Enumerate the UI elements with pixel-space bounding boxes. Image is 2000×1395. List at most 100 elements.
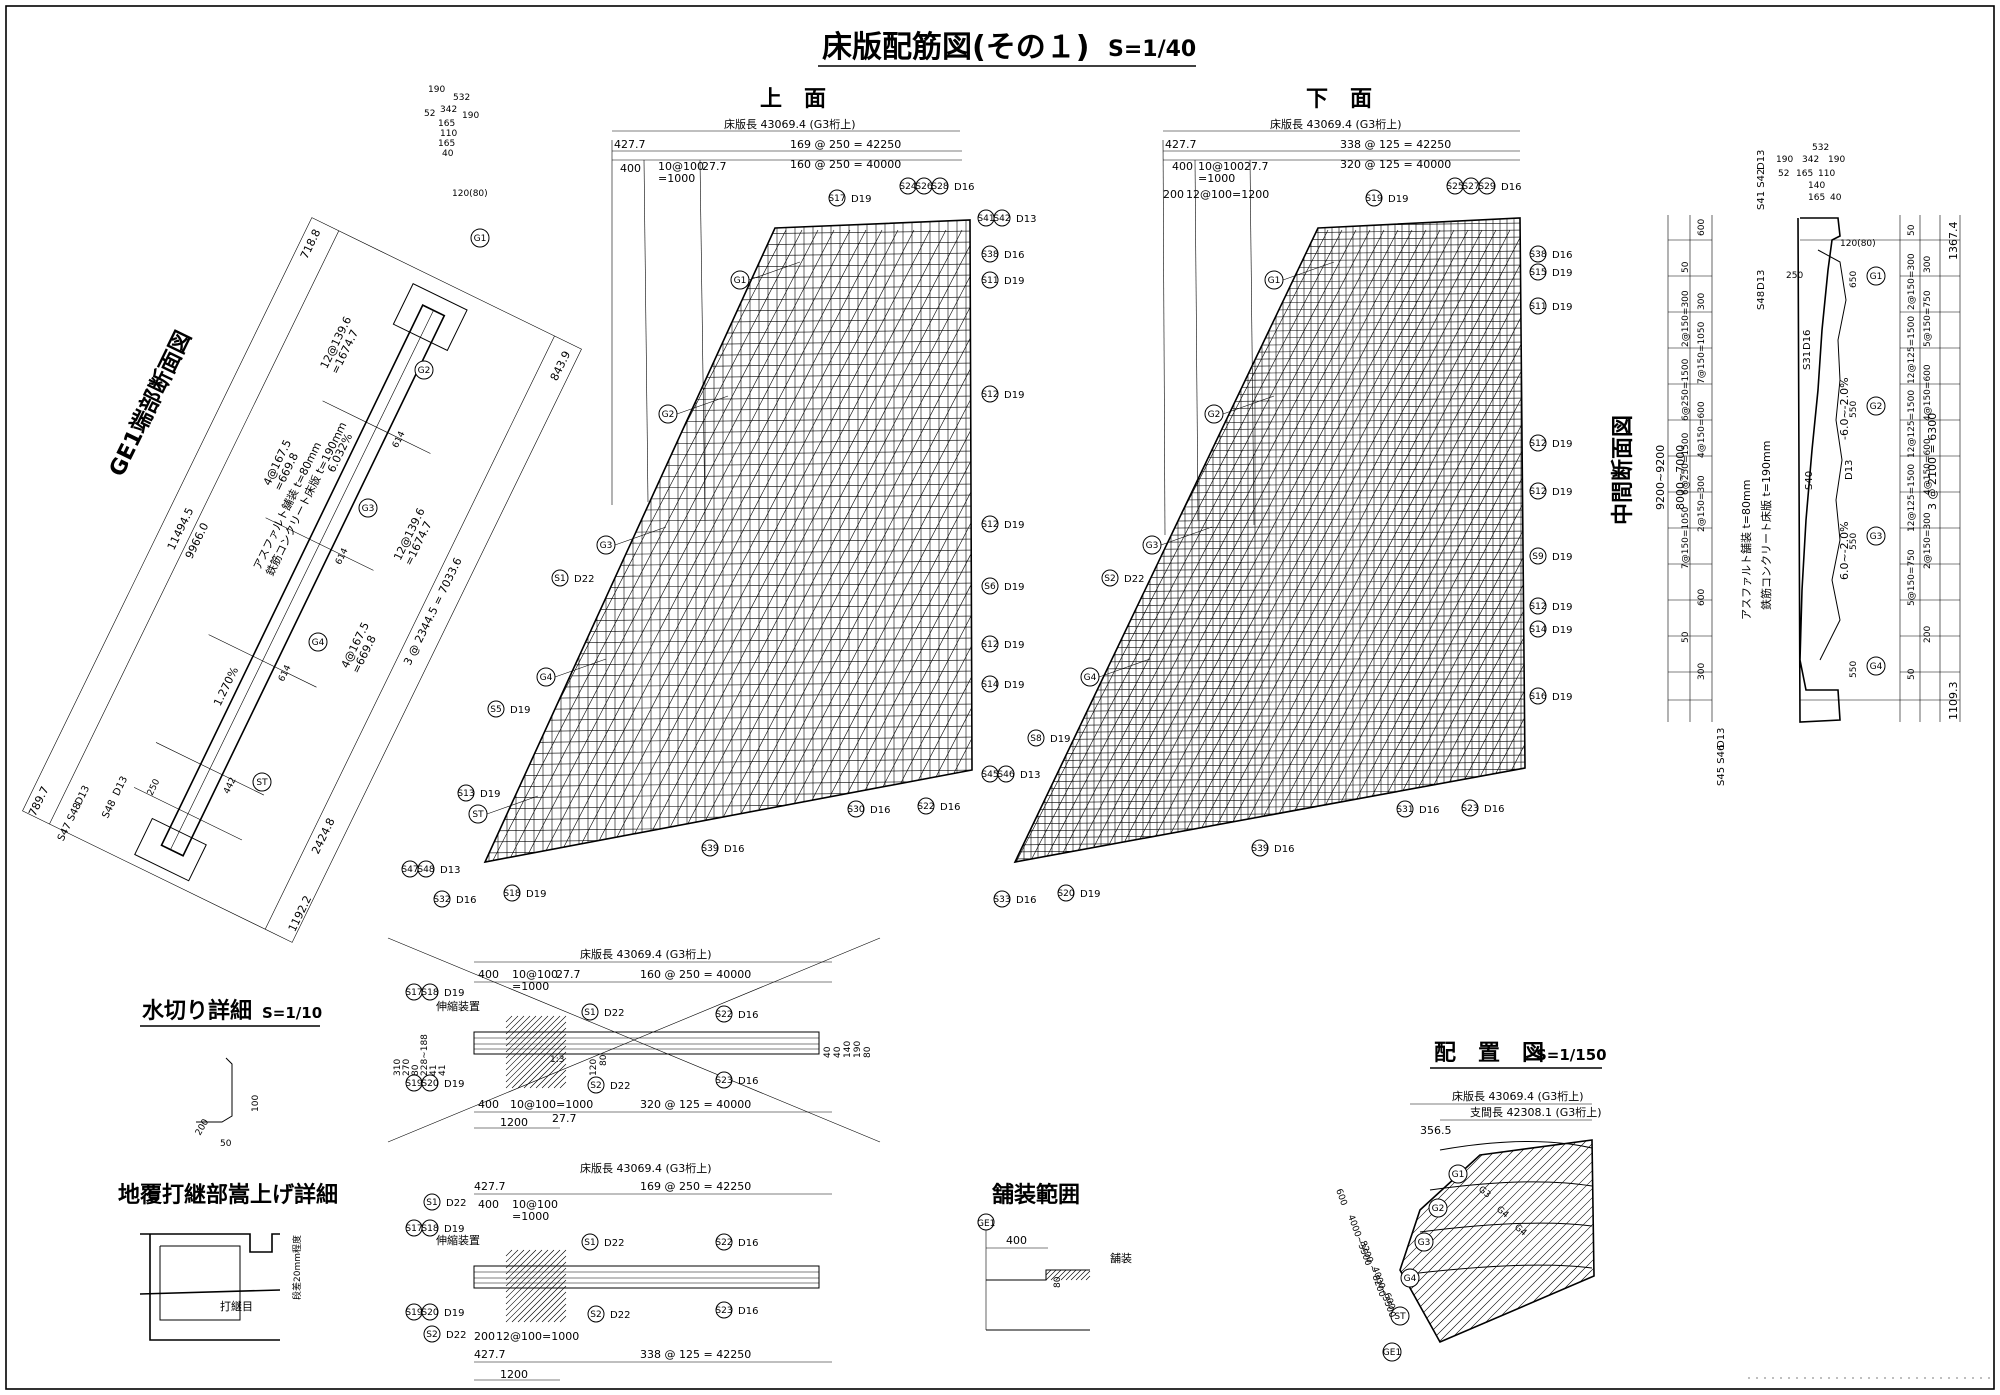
ja-dim-10: 10@100 <box>512 968 558 981</box>
layout-plan: 配 置 図 S=1/150 床版長 43069.4 (G3桁上) 支間長 423… <box>1333 1041 1607 1362</box>
svg-text:S18: S18 <box>421 988 438 998</box>
drip-dim-50: 50 <box>220 1139 232 1149</box>
svg-text:S39: S39 <box>1251 844 1268 854</box>
svg-text:G2: G2 <box>418 366 431 376</box>
bottom-dim-12: 12@100=1200 <box>1186 188 1269 201</box>
ja-right-dim-2: 140 <box>843 1041 853 1058</box>
mid-left-dim-10: 600 <box>1697 589 1707 606</box>
raise-note: 段差20mm程度 <box>291 1235 303 1300</box>
bottom-girder-bubble-g3: G3 <box>1142 535 1162 555</box>
mid-overall-d: 1367.4 <box>1947 222 1960 261</box>
mid-right-dim-9: 2@150=300 <box>1923 512 1933 569</box>
svg-text:D19: D19 <box>444 988 464 999</box>
top-dim-169: 169 @ 250 = 42250 <box>790 138 901 151</box>
svg-text:S2: S2 <box>590 1310 601 1320</box>
mid-left-dim-2: 300 <box>1697 293 1707 310</box>
svg-text:S18: S18 <box>421 1224 438 1234</box>
svg-text:ST: ST <box>256 778 268 788</box>
layout-label-a: G3 <box>1476 1185 1492 1201</box>
svg-text:G2: G2 <box>662 410 675 420</box>
svg-text:S8: S8 <box>1030 734 1042 744</box>
svg-text:G1: G1 <box>1268 276 1281 286</box>
ge1-girder-bubble-g3: G3 <box>358 498 378 518</box>
ge1-span-d: 2424.8 <box>309 816 338 856</box>
mid-left-dim-3: 2@150=300 <box>1681 290 1691 347</box>
svg-text:D19: D19 <box>444 1079 464 1090</box>
svg-text:D16: D16 <box>724 844 744 855</box>
ge1-bar-s48: S48 <box>100 798 118 820</box>
ge1-top-dim-190: 190 <box>428 85 445 95</box>
svg-text:D19: D19 <box>1080 889 1100 900</box>
svg-text:S12: S12 <box>1529 602 1546 612</box>
jb-slab-length: 床版長 43069.4 (G3桁上) <box>580 1161 712 1175</box>
svg-text:G4: G4 <box>312 638 325 648</box>
ja-left-dim-3: 228~188 <box>420 1034 430 1076</box>
mid-right-dim-6: 12@125=1500 <box>1907 390 1917 458</box>
mid-right-dim-12: 50 <box>1907 668 1917 680</box>
ge1-top-dim-718: 718.8 <box>298 227 323 261</box>
ge1-dim-250: 250 <box>146 777 163 797</box>
svg-text:S38: S38 <box>981 250 998 260</box>
mid-overall-c: 3 @ 2100 = 6300 <box>1926 413 1939 510</box>
ge1-bar-s4748-size: D13 <box>73 784 92 807</box>
mid-bar-s48-size: D13 <box>1756 270 1767 290</box>
svg-text:G4: G4 <box>540 673 553 683</box>
top-dim-1000: =1000 <box>658 172 695 185</box>
top-dim-10: 10@100 <box>658 160 704 173</box>
svg-text:S1: S1 <box>426 1198 437 1208</box>
svg-text:S17: S17 <box>405 988 422 998</box>
svg-text:S39: S39 <box>701 844 718 854</box>
svg-text:D22: D22 <box>446 1198 466 1209</box>
svg-text:S12: S12 <box>981 390 998 400</box>
ja-right-dim-0: 40 <box>823 1046 833 1058</box>
svg-text:S29: S29 <box>1478 182 1495 192</box>
drip-title: 水切り詳細 <box>142 998 252 1024</box>
svg-text:S24: S24 <box>899 182 916 192</box>
svg-text:D19: D19 <box>480 789 500 800</box>
svg-text:ST: ST <box>472 810 484 820</box>
ja-dim-277: 27.7 <box>556 968 581 981</box>
svg-text:GE1: GE1 <box>1383 1348 1401 1358</box>
top-dim-427: 427.7 <box>614 138 646 151</box>
layout-dim-356: 356.5 <box>1420 1124 1452 1137</box>
layout-label-c: G4 <box>1512 1223 1528 1239</box>
paving-dim-400: 400 <box>1006 1234 1027 1247</box>
top-dim-277: 27.7 <box>702 160 727 173</box>
layout-title: 配 置 図 <box>1434 1041 1544 1066</box>
ge1-top-dim-532: 532 <box>453 93 470 103</box>
top-slab-outline <box>483 219 973 864</box>
ja-dim-1000: =1000 <box>512 980 549 993</box>
ja-dim-1-3: 1:3 <box>550 1055 564 1065</box>
ge1-paving-b: 鉄筋コンクリート床版 t=190mm <box>263 420 350 578</box>
bottom-dim-10: 10@100 <box>1198 160 1244 173</box>
drip-detail: 水切り詳細 S=1/10 100 200 50 <box>140 998 322 1149</box>
mid-overall-a: 9200~9200 <box>1654 445 1667 510</box>
svg-text:D19: D19 <box>510 705 530 716</box>
ja-left-dim-2: 80 <box>411 1064 421 1076</box>
svg-text:D19: D19 <box>1050 734 1070 745</box>
mid-left-dim-11: 50 <box>1681 631 1691 643</box>
svg-text:S12: S12 <box>981 520 998 530</box>
svg-text:D22: D22 <box>604 1238 624 1249</box>
ge1-span-c: 3 @ 2344.5 = 7033.6 <box>401 556 464 668</box>
svg-text:D16: D16 <box>1016 895 1036 906</box>
layout-girder-bubble-4: ST <box>1390 1306 1410 1326</box>
svg-text:S1: S1 <box>584 1238 595 1248</box>
girder-bubble-g1: G1 <box>730 270 750 290</box>
ge1-dim-614-b: 614 <box>334 547 351 567</box>
mid-right-dim-7: 4@150=600 <box>1923 438 1933 495</box>
mid-bar-s40-size: D13 <box>1844 460 1855 480</box>
mid-left-dim-0: 600 <box>1697 219 1707 236</box>
svg-text:S2: S2 <box>1104 574 1115 584</box>
